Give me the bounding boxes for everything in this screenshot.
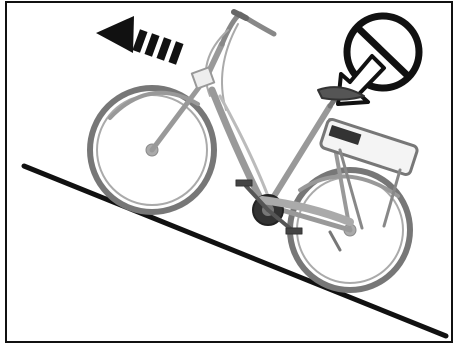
battery-pack: [320, 118, 419, 176]
dashed-arrow-left-icon: [96, 16, 184, 65]
slope-line: [24, 166, 446, 336]
